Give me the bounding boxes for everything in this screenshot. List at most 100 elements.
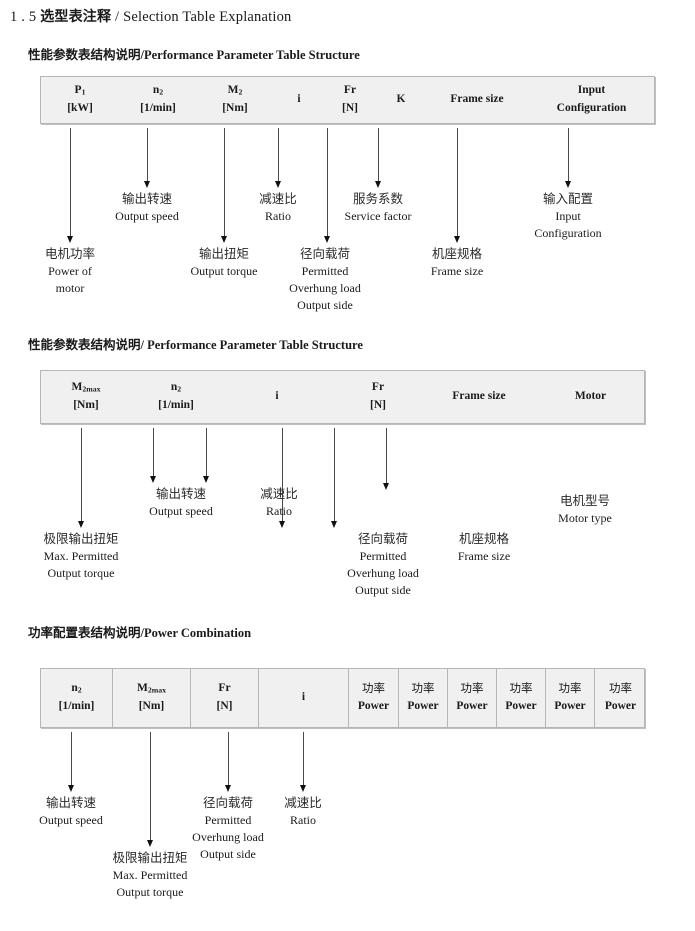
table1-col-i-symbol: i [297,93,301,106]
note-output-speed-en-1: Output speed [115,208,179,223]
section-heading-1-sep: / [140,48,144,62]
table2-col-m2max-symbol: M2max [71,381,101,394]
arrow-to-note-output-speed-2 [149,428,158,483]
note-overhung-load-2-en-1: Permitted [359,548,407,563]
note-ratio-2-cn: 减速比 [260,486,298,501]
note-overhung-load-2-en-3: Output side [355,582,411,597]
note-ratio-cn: 减速比 [259,191,297,206]
note-overhung-load-2: 径向载荷 Permitted Overhung load Output side [347,530,419,599]
note-ratio-3-en-1: Ratio [289,812,316,827]
note-output-speed-3: 输出转速 Output speed [39,794,103,829]
note-max-output-torque-2-en-2: Output torque [47,565,115,580]
note-overhung-load-cn: 径向载荷 [299,246,350,261]
note-overhung-load-3-en-3: Output side [200,846,256,861]
note-ratio-3-cn: 减速比 [284,795,322,810]
note-max-output-torque-3-cn: 极限输出扭矩 [112,850,188,865]
table1-col-p1: P1 [kW] [41,77,119,123]
arrow-to-note-ratio [274,128,283,188]
arrow-to-note-output-speed-3 [67,732,76,792]
note-service-factor-cn: 服务系数 [352,191,403,206]
table3-col-power-1-cn: 功率 [362,681,385,696]
note-overhung-load-en-3: Output side [297,297,353,312]
section-heading-1-en: Performance Parameter Table Structure [144,48,360,62]
table3-col-power-5: 功率 Power [546,669,595,727]
note-max-output-torque-2-en-1: Max. Permitted [43,548,119,563]
arrow-to-note-motor-type-2 [382,428,391,490]
table2-col-n2-symbol: n2 [170,381,182,394]
table2-col-motor-symbol: Motor [574,390,607,403]
note-output-speed-2-cn: 输出转速 [155,486,206,501]
arrow-to-note-output-torque [220,128,229,243]
note-ratio-2: 减速比 Ratio [260,485,298,520]
note-input-configuration-cn: 输入配置 [542,191,594,206]
power-combination-table: n2 [1/min] M2max [Nm] Fr [N] i 功率 Power … [40,668,645,728]
section-heading-2-en: Performance Parameter Table Structure [147,338,363,352]
arrow-to-note-overhung-load-3 [224,732,233,792]
table3-col-power-4: 功率 Power [497,669,546,727]
table1-col-p1-symbol: P1 [74,84,86,97]
table1-col-input-configuration-line2: Configuration [556,102,627,114]
note-max-output-torque-3-en-1: Max. Permitted [112,867,188,882]
table3-col-power-2-en: Power [407,700,439,712]
section-heading-2-cn: 性能参数表结构说明 [28,337,141,352]
section-heading-2: 性能参数表结构说明/ Performance Parameter Table S… [28,334,363,353]
note-motor-type-2-en-1: Motor type [558,510,612,525]
table1-col-input-configuration-line1: Input [577,84,606,97]
note-output-speed: 输出转速 Output speed [115,190,179,225]
page-title-en: Selection Table Explanation [123,9,292,25]
note-overhung-load: 径向载荷 Permitted Overhung load Output side [289,245,361,314]
page-title-number: 1 . 5 [10,9,37,25]
note-overhung-load-2-cn: 径向载荷 [357,531,408,546]
note-output-speed-cn: 输出转速 [121,191,172,206]
note-overhung-load-3-cn: 径向载荷 [202,795,253,810]
note-overhung-load-en-2: Overhung load [289,280,361,295]
table1-col-m2-symbol: M2 [227,84,243,97]
note-output-speed-2-en-1: Output speed [149,503,213,518]
note-overhung-load-3: 径向载荷 Permitted Overhung load Output side [192,794,264,863]
table3-col-n2-symbol: n2 [71,682,82,695]
table3-col-m2max-symbol: M2max [136,682,167,695]
table3-col-power-3: 功率 Power [448,669,497,727]
table2-col-m2max-unit: [Nm] [73,399,99,411]
arrow-to-note-output-speed [143,128,152,188]
page-title-separator: / [115,9,120,25]
section-heading-3-cn: 功率配置表结构说明 [28,625,141,640]
note-ratio-3: 减速比 Ratio [284,794,322,829]
note-ratio-en-1: Ratio [264,208,291,223]
section-heading-2-sep: / [140,338,144,352]
table1-col-n2-unit: [1/min] [140,102,176,114]
table3-col-power-1-en: Power [357,700,390,712]
table3-col-i: i [259,669,349,727]
table1-col-input-configuration: Input Configuration [527,77,656,123]
arrow-to-note-ratio-2 [202,428,211,483]
note-output-torque-en-1: Output torque [190,263,258,278]
note-ratio-2-en-1: Ratio [265,503,292,518]
section-heading-1-cn: 性能参数表结构说明 [28,47,141,62]
table3-col-power-4-cn: 功率 [509,681,533,696]
table1-col-n2: n2 [1/min] [119,77,197,123]
note-input-configuration: 输入配置 Input Configuration [534,190,601,242]
section-heading-1: 性能参数表结构说明/Performance Parameter Table St… [28,44,360,63]
note-output-speed-3-en-1: Output speed [39,812,103,827]
performance-parameter-table-2: M2max [Nm] n2 [1/min] i Fr [N] Frame siz… [40,370,645,424]
note-power-of-motor: 电机功率 Power of motor [45,245,95,297]
note-max-output-torque-3-en-2: Output torque [116,884,184,899]
arrow-to-note-max-output-torque-3 [146,732,155,847]
note-frame-size-2-en-1: Frame size [457,548,511,563]
table3-col-fr-symbol: Fr [218,682,231,695]
note-frame-size-2: 机座规格 Frame size [458,530,510,565]
note-output-torque-cn: 输出扭矩 [198,246,249,261]
table1-col-k: K [375,77,427,123]
note-frame-size: 机座规格 Frame size [431,245,483,280]
note-output-speed-2: 输出转速 Output speed [149,485,213,520]
table1-col-m2-unit: [Nm] [222,102,248,114]
arrow-to-note-max-output-torque-2 [77,428,86,528]
table1-col-frame-size: Frame size [427,77,527,123]
table3-col-power-1: 功率 Power [349,669,399,727]
section-heading-3: 功率配置表结构说明/Power Combination [28,622,251,641]
note-motor-type-2: 电机型号 Motor type [558,492,612,527]
note-overhung-load-3-en-2: Overhung load [192,829,264,844]
table1-col-fr-unit: [N] [342,102,358,114]
note-ratio: 减速比 Ratio [259,190,297,225]
section-heading-3-en: Power Combination [144,626,252,640]
